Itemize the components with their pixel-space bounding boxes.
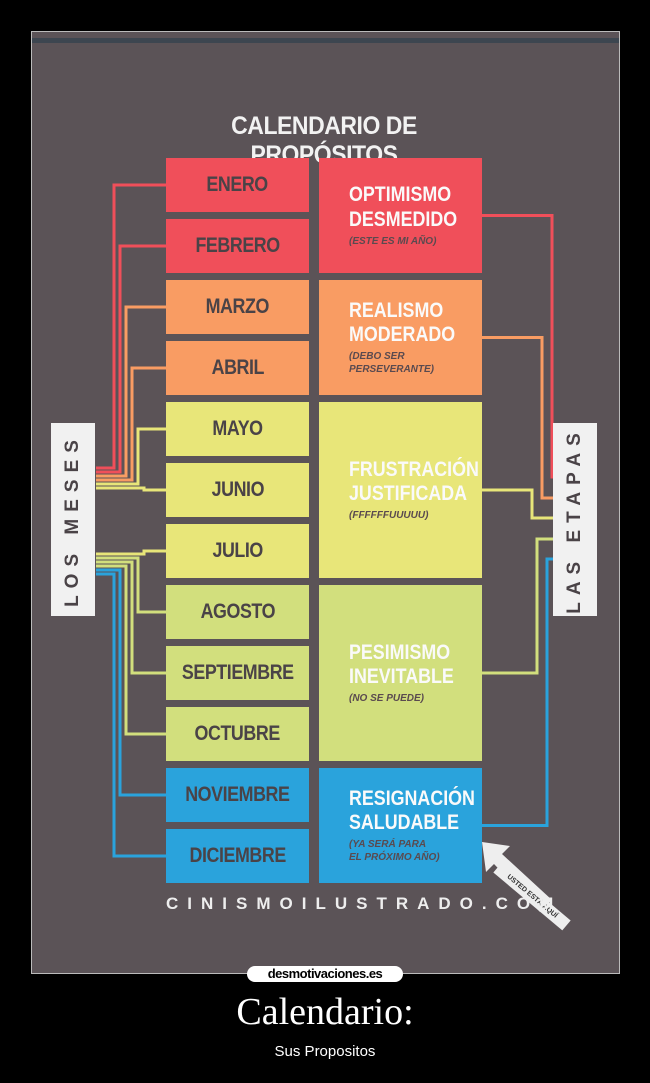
caption: Calendario:	[236, 991, 414, 1033]
month-connector	[96, 366, 166, 482]
stage-note: (YA SERÁ PARA EL PRÓXIMO AÑO)	[349, 839, 440, 864]
month-junio: JUNIO	[166, 463, 309, 517]
month-label: OCTUBRE	[194, 722, 281, 745]
month-label: ENERO	[206, 173, 269, 196]
los-meses-label: LOS MESES	[51, 423, 95, 616]
month-enero: ENERO	[166, 158, 309, 212]
month-label: MARZO	[205, 295, 270, 318]
month-diciembre: DICIEMBRE	[166, 829, 309, 883]
stage-name: RESIGNACIÓN SALUDABLE	[349, 786, 475, 834]
month-connector	[96, 486, 166, 492]
stage-3: PESIMISMO INEVITABLE (NO SE PUEDE)	[319, 585, 482, 761]
month-label: SEPTIEMBRE	[181, 661, 294, 684]
stage-note: (NO SE PUEDE)	[349, 693, 425, 705]
stage-1: REALISMO MODERADO (DEBO SER PERSEVERANTE)	[319, 280, 482, 395]
month-julio: JULIO	[166, 524, 309, 578]
month-noviembre: NOVIEMBRE	[166, 768, 309, 822]
stage-note: (ESTE ES MI AÑO)	[349, 235, 437, 247]
stage-note: (FFFFFFUUUUU)	[349, 510, 429, 522]
stage-connector	[482, 488, 553, 520]
las-etapas-text: LAS ETAPAS	[564, 425, 585, 614]
stage-connector	[482, 557, 553, 827]
site-url: CINISMOILUSTRADO.COM	[166, 894, 563, 913]
month-septiembre: SEPTIEMBRE	[166, 646, 309, 700]
stage-name: REALISMO MODERADO	[349, 298, 456, 346]
month-connector	[96, 427, 166, 486]
month-abril: ABRIL	[166, 341, 309, 395]
top-strip	[32, 38, 619, 43]
stage-0: OPTIMISMO DESMEDIDO (ESTE ES MI AÑO)	[319, 158, 482, 273]
los-meses-text: LOS MESES	[62, 432, 84, 607]
month-connector	[96, 568, 166, 797]
month-connector	[96, 244, 166, 474]
month-connector	[96, 572, 166, 858]
month-connector	[96, 305, 166, 478]
month-connector	[96, 549, 166, 556]
month-marzo: MARZO	[166, 280, 309, 334]
stage-name: PESIMISMO INEVITABLE	[349, 640, 454, 688]
month-febrero: FEBRERO	[166, 219, 309, 273]
las-etapas-label: LAS ETAPAS	[553, 423, 597, 616]
month-connector	[96, 560, 166, 675]
stage-note: (DEBO SER PERSEVERANTE)	[349, 351, 435, 376]
stage-name: FRUSTRACIÓN JUSTIFICADA	[349, 457, 479, 505]
month-agosto: AGOSTO	[166, 585, 309, 639]
month-label: JUNIO	[211, 478, 264, 501]
month-label: JULIO	[212, 539, 263, 562]
stage-name: OPTIMISMO DESMEDIDO	[349, 183, 458, 231]
stage-4: RESIGNACIÓN SALUDABLE (YA SERÁ PARA EL PR…	[319, 768, 482, 883]
subcaption: Sus Propositos	[274, 1043, 376, 1060]
month-connector	[96, 183, 166, 470]
month-label: DICIEMBRE	[189, 844, 286, 867]
month-connector	[96, 564, 166, 736]
connector-lines	[96, 183, 554, 858]
stage-connector	[482, 537, 553, 675]
month-label: NOVIEMBRE	[185, 783, 290, 806]
stage-connector	[482, 336, 553, 500]
stage-2: FRUSTRACIÓN JUSTIFICADA (FFFFFFUUUUU)	[319, 402, 482, 578]
desmotivaciones-logo[interactable]: desmotivaciones.es	[247, 966, 403, 982]
month-label: MAYO	[212, 417, 263, 440]
month-label: AGOSTO	[200, 600, 275, 623]
month-octubre: OCTUBRE	[166, 707, 309, 761]
month-label: ABRIL	[211, 356, 264, 379]
month-label: FEBRERO	[195, 234, 280, 257]
month-connector	[96, 556, 166, 614]
month-mayo: MAYO	[166, 402, 309, 456]
stage-connector	[482, 214, 554, 479]
